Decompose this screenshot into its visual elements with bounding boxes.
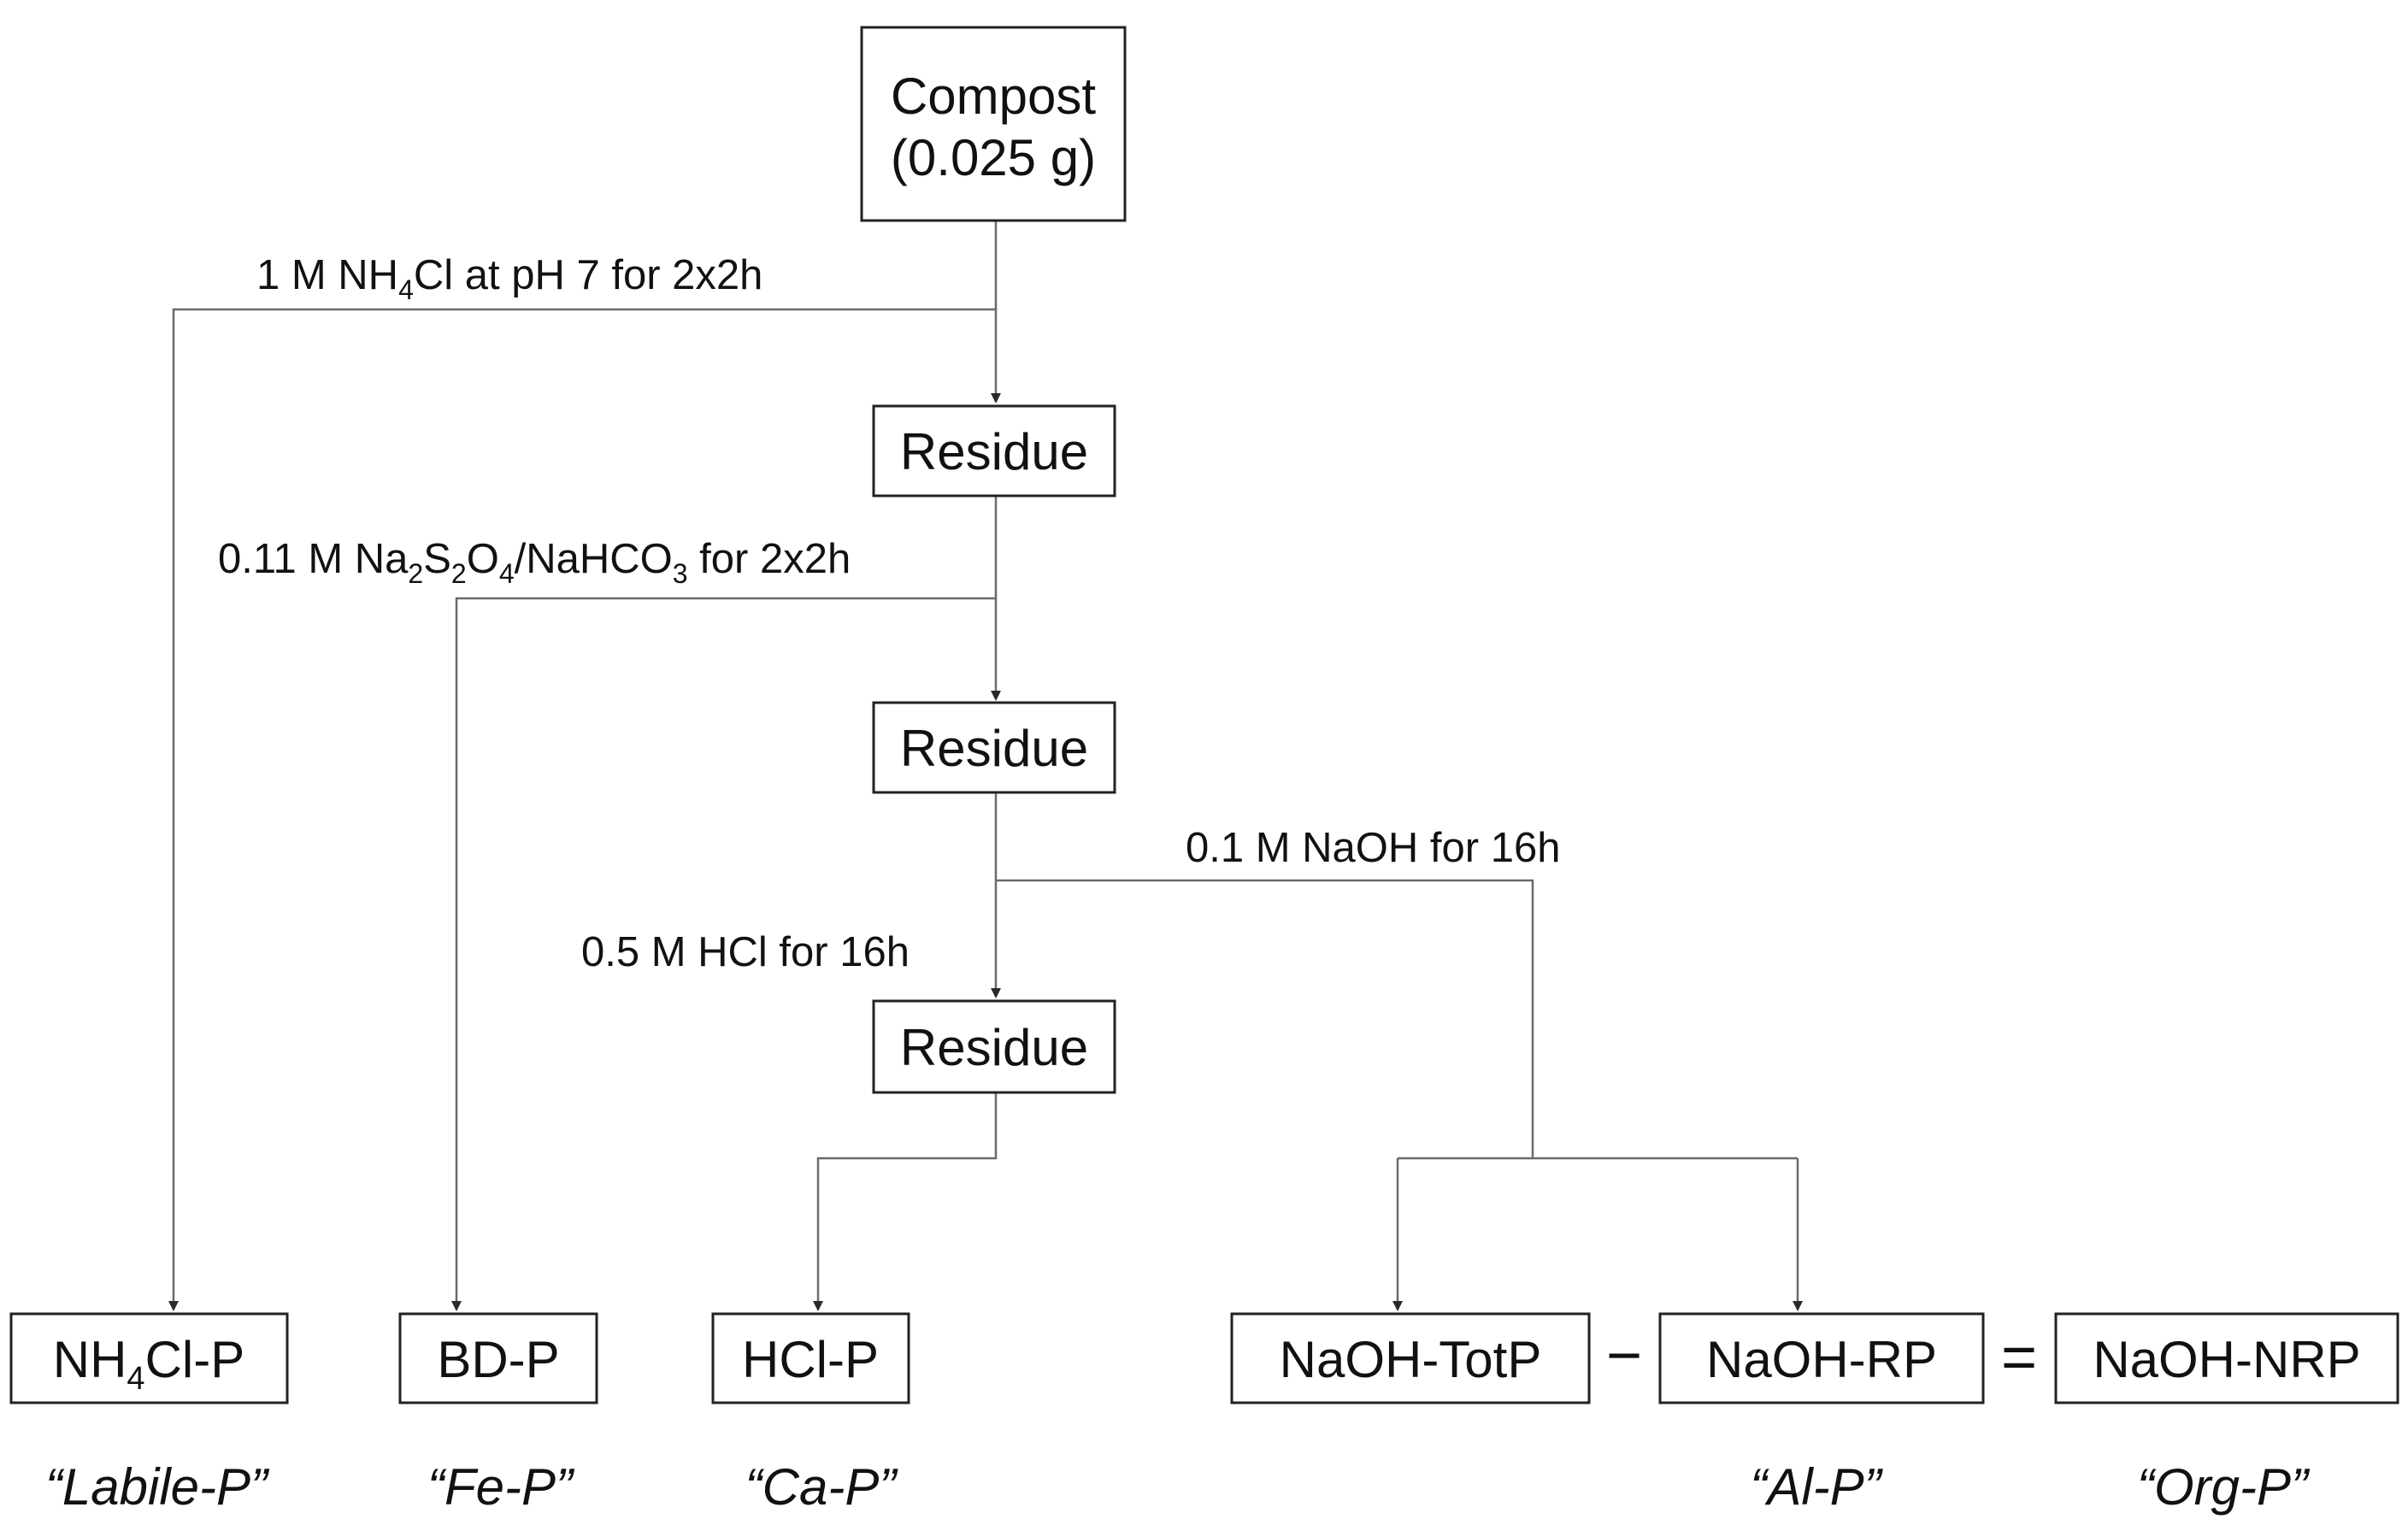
- arrow-to-bd-p: [451, 597, 996, 1311]
- org-p-caption: “Org-P”: [2137, 1458, 2311, 1516]
- compost-mass: (0.025 g): [891, 129, 1096, 186]
- arrow-to-nh4cl-p: [168, 308, 996, 1311]
- step4-label: 0.5 M HCl for 16h: [581, 929, 910, 975]
- naoh-nrp-node: NaOH-NRP: [2054, 1312, 2399, 1404]
- labile-p-caption: “Labile-P”: [45, 1458, 270, 1516]
- naoh-branch-line: [996, 879, 1534, 1158]
- residue-node-1: Residue: [872, 404, 1116, 498]
- arrow-to-hcl-p: [813, 1092, 998, 1311]
- equals-operator: =: [2001, 1323, 2037, 1392]
- bd-p-node: BD-P: [398, 1312, 598, 1404]
- residue-3-label: Residue: [900, 1019, 1088, 1076]
- naoh-rp-label: NaOH-RP: [1706, 1331, 1937, 1388]
- hcl-p-node: HCl-P: [711, 1312, 910, 1404]
- bd-p-label: BD-P: [437, 1331, 559, 1388]
- step1-label: 1 M NH4Cl at pH 7 for 2x2h: [256, 252, 762, 305]
- naoh-totp-label: NaOH-TotP: [1280, 1331, 1542, 1388]
- residue-node-3: Residue: [872, 999, 1116, 1094]
- naoh-nrp-label: NaOH-NRP: [2093, 1331, 2360, 1388]
- hcl-p-label: HCl-P: [742, 1331, 879, 1388]
- naoh-totp-node: NaOH-TotP: [1230, 1312, 1591, 1404]
- nh4cl-p-node: NH4Cl-P: [9, 1312, 289, 1404]
- residue-2-label: Residue: [900, 720, 1088, 777]
- compost-title: Compost: [891, 68, 1096, 125]
- minus-operator: −: [1606, 1322, 1642, 1390]
- residue-1-label: Residue: [900, 423, 1088, 480]
- nh4cl-p-label: NH4Cl-P: [53, 1331, 244, 1397]
- step2-label: 0.11 M Na2S2O4/NaHCO3 for 2x2h: [218, 536, 851, 589]
- fe-p-caption: “Fe-P”: [427, 1458, 575, 1516]
- al-p-caption: “Al-P”: [1750, 1458, 1883, 1516]
- compost-node: Compost (0.025 g): [860, 26, 1127, 222]
- step3-label: 0.1 M NaOH for 16h: [1186, 825, 1560, 871]
- naoh-rp-node: NaOH-RP: [1658, 1312, 1985, 1404]
- connectors: [168, 221, 1803, 1311]
- residue-node-2: Residue: [872, 701, 1116, 794]
- ca-p-caption: “Ca-P”: [745, 1458, 899, 1516]
